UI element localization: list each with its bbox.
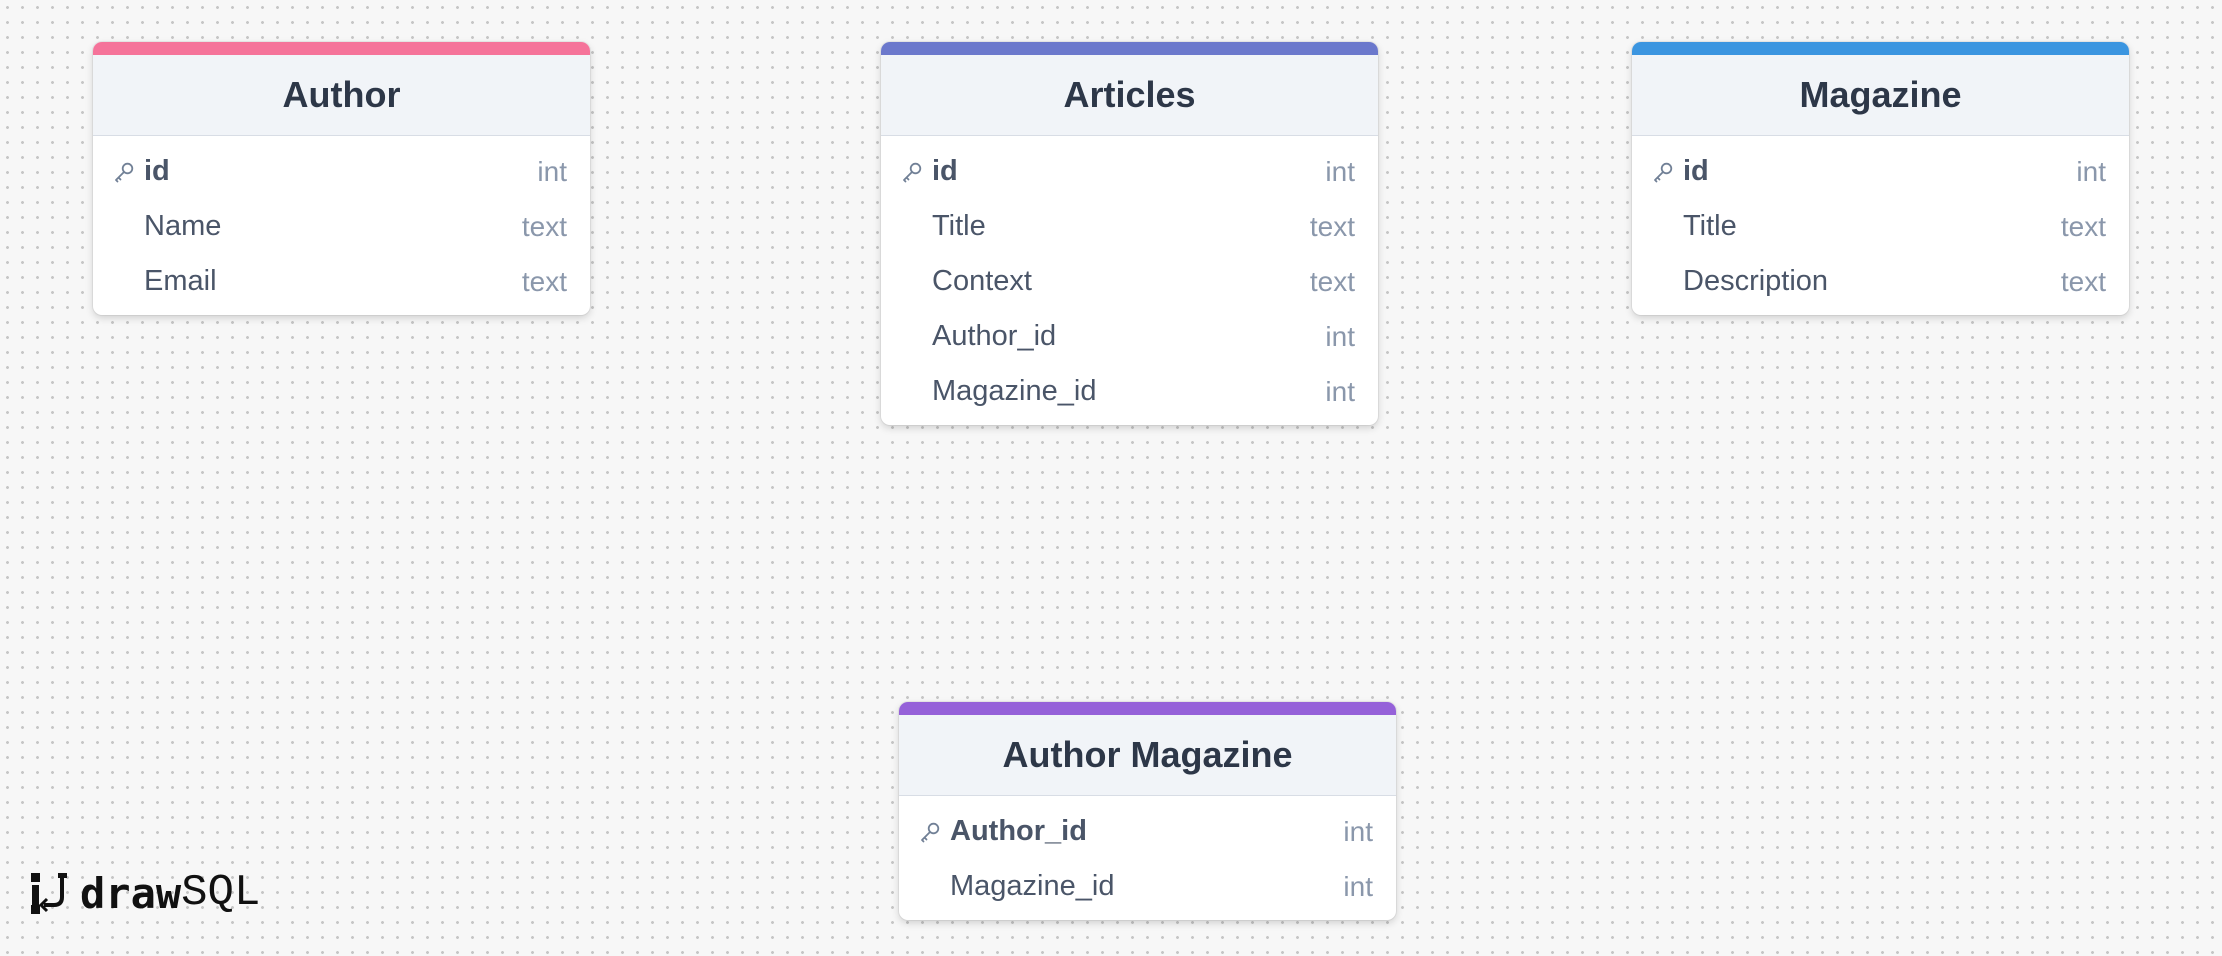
column-type: text [521,265,567,297]
column-name: id [1683,155,1709,187]
drawsql-logo-icon [31,873,67,914]
column-list: id int Title text Context text Author_id… [881,136,1378,425]
column-name: Title [932,210,986,242]
column-row[interactable]: Magazine_id int [881,364,1378,419]
column-row[interactable]: id int [881,144,1378,199]
column-name: Context [932,265,1032,297]
column-name: Author_id [932,320,1057,352]
table-accent-bar [899,702,1396,715]
column-row[interactable]: id int [1632,144,2129,199]
column-name: Title [1683,210,1737,242]
column-row[interactable]: Title text [881,199,1378,254]
table-articles[interactable]: Articles id int Title text Context text … [881,42,1378,425]
column-type: int [2076,155,2106,187]
column-name: id [932,155,958,187]
column-type: text [2060,210,2106,242]
table-author[interactable]: Author id int Name text Email text [93,42,590,315]
logo-text-sql: SQL [181,868,261,918]
logo-text-draw: draw [80,868,182,918]
column-name: Email [144,265,217,297]
column-type: int [1343,815,1373,847]
column-list: id int Name text Email text [93,136,590,315]
table-accent-bar [93,42,590,55]
column-type: int [537,155,567,187]
column-name: Magazine_id [932,375,1097,407]
column-type: text [1309,210,1355,242]
column-type: text [1309,265,1355,297]
column-name: Description [1683,265,1829,297]
column-row[interactable]: Email text [93,254,590,309]
column-row[interactable]: Context text [881,254,1378,309]
column-type: int [1343,870,1373,902]
column-row[interactable]: id int [93,144,590,199]
table-header[interactable]: Magazine [1632,55,2129,136]
column-type: text [521,210,567,242]
column-type: int [1325,375,1355,407]
column-name: id [144,155,170,187]
column-row[interactable]: Name text [93,199,590,254]
column-name: Magazine_id [950,870,1115,902]
drawsql-logo[interactable]: draw SQL [30,868,260,918]
column-type: int [1325,320,1355,352]
column-list: id int Title text Description text [1632,136,2129,315]
column-row[interactable]: Description text [1632,254,2129,309]
key-icon [113,157,144,187]
table-header[interactable]: Articles [881,55,1378,136]
column-list: Author_id int Magazine_id int [899,796,1396,920]
column-type: text [2060,265,2106,297]
table-accent-bar [881,42,1378,55]
table-title: Author [282,74,401,115]
table-header[interactable]: Author [93,55,590,136]
column-row[interactable]: Author_id int [881,309,1378,364]
column-row[interactable]: Title text [1632,199,2129,254]
table-header[interactable]: Author Magazine [899,715,1396,796]
column-name: Author_id [950,815,1087,847]
table-title: Author Magazine [1002,734,1293,775]
column-type: int [1325,155,1355,187]
key-icon [1652,157,1683,187]
table-author-magazine[interactable]: Author Magazine Author_id int Magazine_i… [899,702,1396,920]
key-icon [901,157,932,187]
table-magazine[interactable]: Magazine id int Title text Description t… [1632,42,2129,315]
table-title: Articles [1063,74,1196,115]
key-icon [919,817,950,847]
table-title: Magazine [1799,74,1962,115]
column-row[interactable]: Author_id int [899,804,1396,859]
column-name: Name [144,210,222,242]
table-accent-bar [1632,42,2129,55]
column-row[interactable]: Magazine_id int [899,859,1396,914]
